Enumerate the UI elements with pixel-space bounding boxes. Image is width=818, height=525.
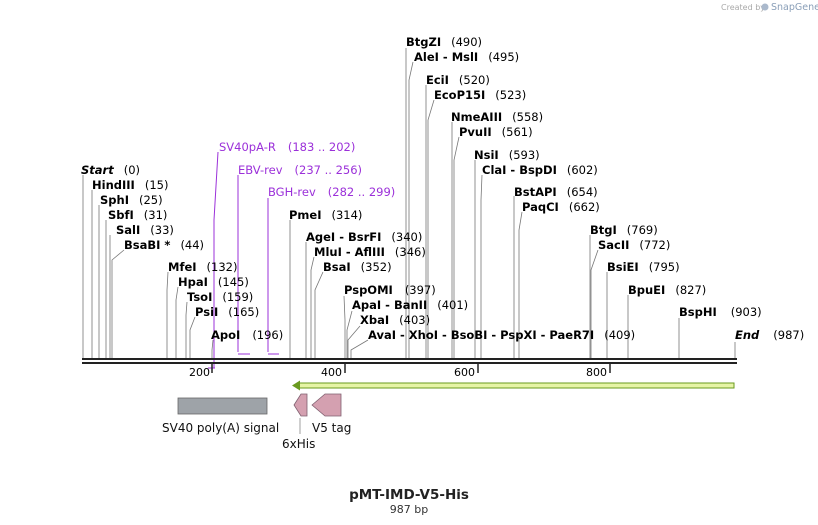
feature-sv40-polya [177,397,268,415]
site-nmeaiii: NmeAIII(558) [451,110,543,124]
site-xbai: XbaI(403) [360,313,430,327]
site-mlui-afliii: MluI - AflIII(346) [314,245,426,259]
map-title: pMT-IMD-V5-His [349,487,469,503]
site-agei-bsrfi: AgeI - BsrFI(340) [306,230,422,244]
site-btgzi: BtgZI(490) [406,35,482,49]
site-bsai: BsaI(352) [323,260,392,274]
site-pvuii: PvuII(561) [459,125,533,139]
feature-6xhis [293,393,308,417]
primer-bgh-rev: BGH-rev(282 .. 299) [268,185,395,199]
site-sacii: SacII(772) [598,238,670,252]
site-psii: PsiI(165) [195,305,259,319]
credit-prefix: Created by [721,3,765,12]
tick-label: 200 [189,366,210,379]
feature-label-v5-tag: V5 tag [312,421,351,435]
primer-sv40pa-r: SV40pA-R(183 .. 202) [219,140,355,154]
tick-label: 600 [454,366,475,379]
site-hindiii: HindIII(15) [92,178,168,192]
site-bstapi: BstAPI(654) [514,185,598,199]
site-pmei: PmeI(314) [289,208,362,222]
tick-label: 400 [321,366,342,379]
feature-label-sv40-polya: SV40 poly(A) signal [162,421,279,435]
site-bpuei: BpuEI(827) [628,283,706,297]
site-sphi: SphI(25) [100,193,163,207]
primer-labels: SV40pA-R(183 .. 202) EBV-rev(237 .. 256)… [219,140,395,199]
site-avai-group: AvaI - XhoI - BsoBI - PspXI - PaeR7I(409… [368,328,635,342]
site-alei-msli: AleI - MslI(495) [414,50,519,64]
site-apai-banii: ApaI - BanII(401) [352,298,468,312]
site-sali: SalI(33) [116,223,174,237]
site-ecii: EciI(520) [426,73,490,87]
primer-connectors [208,151,279,369]
site-clai-bspdi: ClaI - BspDI(602) [482,163,598,177]
site-mfei: MfeI(132) [168,260,237,274]
credit-brand: SnapGene [771,2,818,13]
site-hpai: HpaI(145) [178,275,249,289]
site-bsiei: BsiEI(795) [607,260,680,274]
site-end: End(987) [735,328,804,342]
site-start: Start(0) [81,163,140,177]
snapgene-logo-icon [761,3,769,11]
ruler: 200 400 600 800 [189,364,611,379]
backbone [82,358,737,364]
snapgene-credit: Created by SnapGene [721,2,818,13]
site-btgi: BtgI(769) [590,223,658,237]
site-pspomi: PspOMI(397) [344,283,436,297]
features: SV40 poly(A) signal 6xHis V5 tag [162,393,351,451]
site-labels: Start(0) HindIII(15) SphI(25) SbfI(31) S… [81,35,804,342]
primer-ebv-rev: EBV-rev(237 .. 256) [238,163,362,177]
orf-arrow [292,380,735,391]
site-ecop15i: EcoP15I(523) [434,88,526,102]
site-paqci: PaqCI(662) [522,200,600,214]
map-length: 987 bp [390,503,428,516]
site-connectors [82,48,736,358]
site-apoi: ApoI(196) [211,328,283,342]
site-tsoi: TsoI(159) [187,290,253,304]
feature-label-6xhis: 6xHis [282,437,315,451]
site-bsphi: BspHI(903) [679,305,762,319]
site-bsabi: BsaBI *(44) [124,238,204,252]
site-sbfi: SbfI(31) [108,208,167,222]
tick-label: 800 [586,366,607,379]
site-nsii: NsiI(593) [474,148,540,162]
feature-v5-tag [311,393,342,417]
